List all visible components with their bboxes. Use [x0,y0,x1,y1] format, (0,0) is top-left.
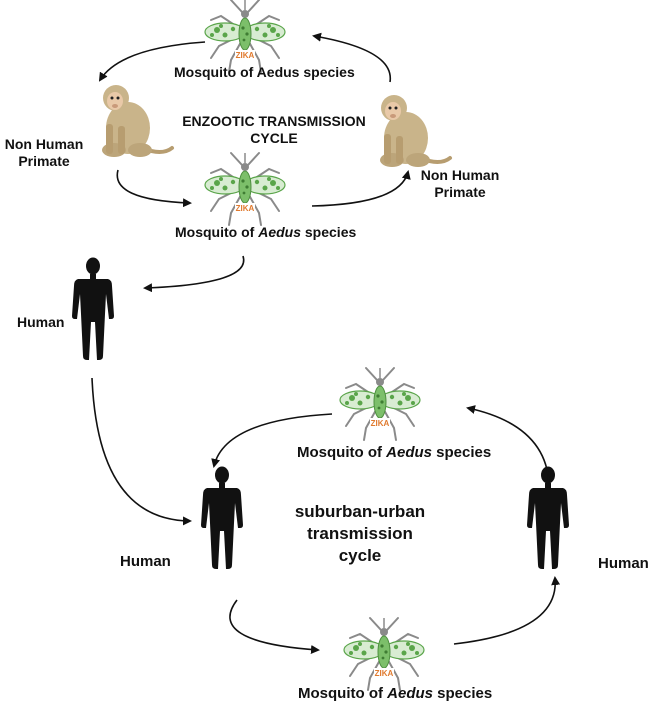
enzootic-title-line1: ENZOOTIC TRANSMISSION [182,113,366,129]
arrow-human-to-urban-cycle [91,377,192,526]
arrow-mosquito-to-left-primate [98,41,206,82]
urban-title-line1: suburban-urban [294,502,426,521]
mosquito-icon-enzootic-top [204,0,286,73]
label-human-urban-left: Human [120,553,171,570]
urban-cycle-title: suburban-urban transmission cycle [280,501,440,567]
mosquito-label-post: species [433,685,493,702]
mosquito-label-pre: Mosquito of [175,224,259,240]
urban-title-line2: transmission [307,524,413,543]
arrow-right-human-to-mosquito [466,405,550,485]
mosquito-icon-urban-bottom [343,617,425,691]
monkey-icon-left [100,83,174,159]
arrow-left-primate-to-mosquito [116,169,192,208]
urban-title-line3: cycle [338,546,382,565]
mosquito-label-genus: Aedus [387,685,433,702]
arrow-mosquito-to-human [143,255,245,293]
primate-left-line2: Primate [18,153,70,169]
arrow-mosquito-to-left-human [211,413,333,468]
mosquito-label-post: species [432,444,492,461]
enzootic-title-line2: CYCLE [250,130,298,146]
label-enzootic-mosquito-bottom: Mosquito of Aedus species [175,224,356,241]
arrow-right-primate-to-mosquito [312,32,391,83]
monkey-icon-right [378,93,452,169]
mosquito-label-pre: Mosquito of [298,685,388,702]
label-human-transition: Human [17,314,65,330]
label-urban-mosquito-bottom: Mosquito of Aedus species [298,685,492,702]
mosquito-label-genus: Aedus [258,224,301,240]
primate-left-line1: Non Human [4,136,84,152]
mosquito-label-post: species [301,224,357,240]
primate-right-line2: Primate [434,184,486,200]
label-primate-left: Non Human Primate [4,136,84,170]
label-urban-mosquito-top: Mosquito of Aedus species [297,444,491,461]
arrow-left-human-to-mosquito [229,599,320,654]
primate-right-line1: Non Human [420,167,500,183]
label-human-urban-right: Human [598,555,649,572]
arrow-mosquito-to-right-human [453,576,561,645]
enzootic-cycle-title: ENZOOTIC TRANSMISSION CYCLE [174,113,374,147]
mosquito-icon-urban-top [339,367,421,441]
mosquito-label-genus: Aedus [386,444,432,461]
label-primate-right: Non Human Primate [420,167,500,201]
arrow-mosquito-to-right-primate [311,170,411,207]
mosquito-icon-enzootic-bottom [204,152,286,226]
mosquito-label-pre: Mosquito of [297,444,387,461]
human-icon-urban-right [527,466,569,569]
label-enzootic-mosquito-top: Mosquito of Aedus species [174,64,355,80]
human-icon-urban-left [201,466,243,569]
human-icon-transition [72,257,114,360]
